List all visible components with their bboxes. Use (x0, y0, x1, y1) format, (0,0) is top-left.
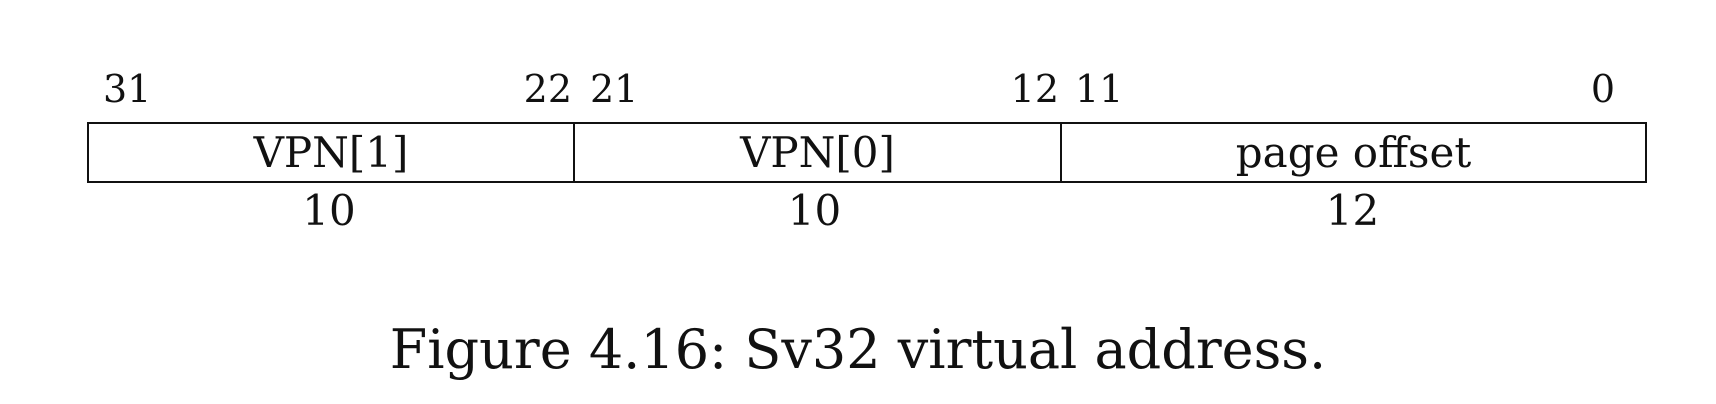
field-page-offset: page offset (1060, 124, 1645, 181)
field-vpn0: VPN[0] (573, 124, 1060, 181)
bit-label-22: 22 (523, 67, 572, 111)
width-vpn0: 10 (787, 186, 842, 235)
address-register: VPN[1] VPN[0] page offset (87, 122, 1647, 183)
field-vpn1: VPN[1] (253, 127, 409, 177)
bit-label-0: 0 (1590, 67, 1615, 111)
figure-caption: Figure 4.16: Sv32 virtual address. (389, 318, 1327, 381)
field-widths: 10 10 12 (87, 186, 1647, 236)
width-vpn1: 10 (302, 186, 356, 235)
bit-label-31: 31 (103, 67, 152, 111)
bit-label-11: 11 (1075, 67, 1124, 111)
bit-label-21: 21 (590, 67, 639, 111)
bit-label-12: 12 (1010, 67, 1059, 111)
width-page-offset: 12 (1325, 186, 1380, 235)
